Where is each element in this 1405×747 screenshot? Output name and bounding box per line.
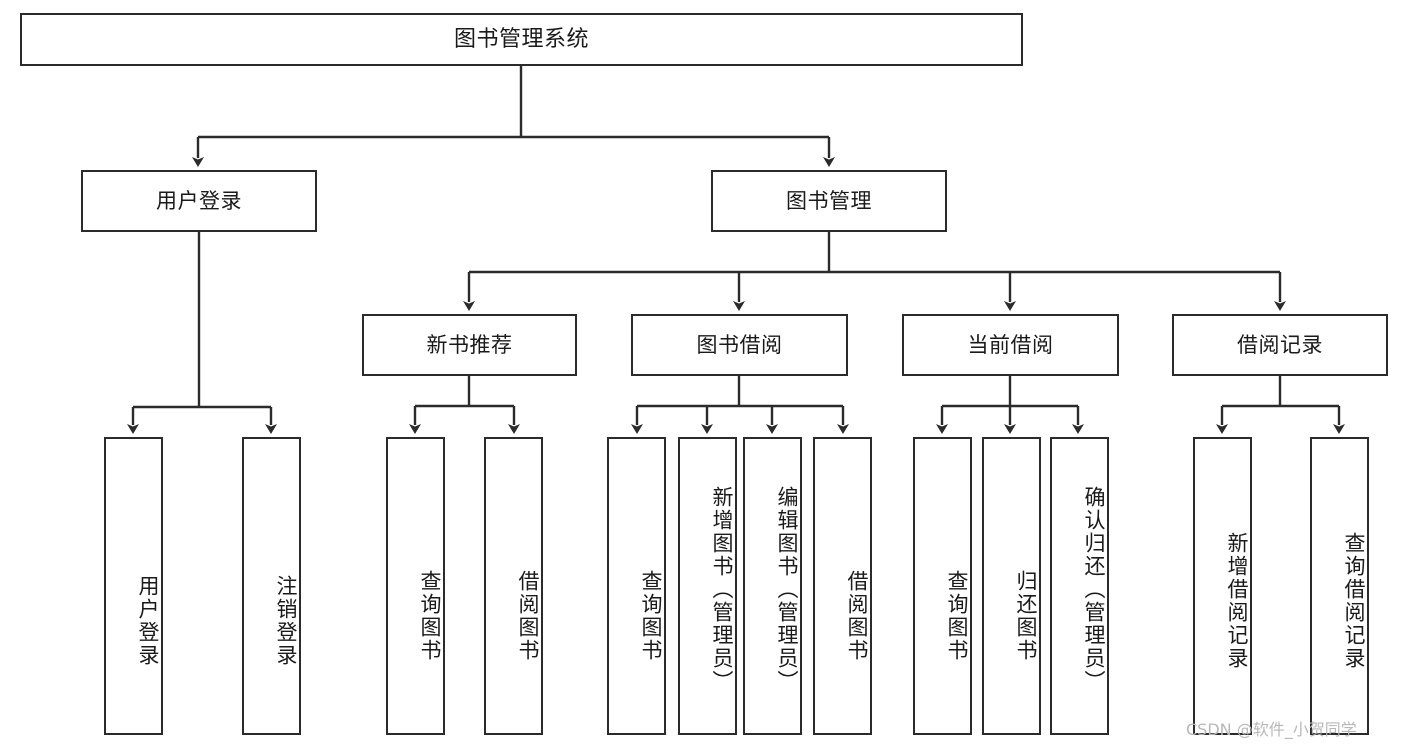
- leaf-logout-login[interactable]: 注销登录: [242, 437, 301, 735]
- leaf-query-book-1[interactable]: 查询图书: [386, 437, 445, 735]
- csdn-watermark: CSDN @软件_小贺同学: [1186, 720, 1357, 739]
- leaf-add-record[interactable]: 新增借阅记录: [1193, 437, 1252, 735]
- leaf-query-record[interactable]: 查询借阅记录: [1310, 437, 1369, 735]
- leaf-return-book[interactable]: 归还图书: [982, 437, 1041, 735]
- leaf-user-login[interactable]: 用户登录: [104, 437, 163, 735]
- leaf-edit-book[interactable]: 编辑图书（管理员）: [743, 437, 802, 735]
- node-book-borrow[interactable]: 图书借阅: [631, 314, 848, 376]
- leaf-confirm-return[interactable]: 确认归还（管理员）: [1050, 437, 1109, 735]
- leaf-query-book-2[interactable]: 查询图书: [607, 437, 666, 735]
- node-user-login[interactable]: 用户登录: [81, 170, 317, 232]
- node-current-borrow[interactable]: 当前借阅: [902, 314, 1119, 376]
- leaf-query-book-3[interactable]: 查询图书: [913, 437, 972, 735]
- node-new-book-recommend[interactable]: 新书推荐: [362, 314, 577, 376]
- leaf-borrow-book-2[interactable]: 借阅图书: [813, 437, 872, 735]
- leaf-borrow-book-1[interactable]: 借阅图书: [484, 437, 543, 735]
- node-book-management[interactable]: 图书管理: [711, 170, 947, 232]
- node-borrow-record[interactable]: 借阅记录: [1172, 314, 1388, 376]
- leaf-add-book[interactable]: 新增图书（管理员）: [678, 437, 737, 735]
- node-root[interactable]: 图书管理系统: [20, 13, 1023, 66]
